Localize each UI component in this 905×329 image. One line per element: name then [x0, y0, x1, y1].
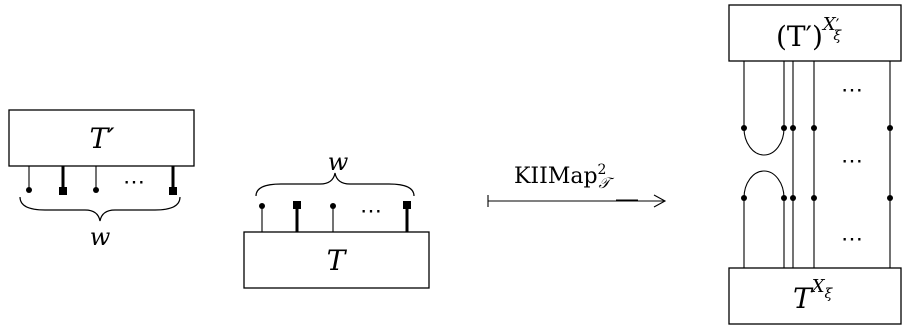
left-box-t-prime: [8, 109, 195, 167]
middle-box-t: [243, 231, 430, 289]
left-brace-label: w: [90, 223, 111, 251]
middle-wire-2-end: [293, 201, 301, 209]
left-ellipsis: ⋯: [123, 170, 145, 195]
left-underbrace: [19, 196, 181, 222]
middle-wire-4-end: [403, 201, 411, 209]
right-top-box: [728, 4, 902, 62]
right-top-box-label: (T′)X′ξ: [776, 14, 842, 53]
right-cap-dot-right: [781, 195, 787, 201]
right-ellipsis-middle: ⋯: [841, 149, 863, 174]
right-diagram: (T′)X′ξ ⋯ ⋯ ⋯ TXξ: [728, 4, 902, 325]
left-wire-3-end: [93, 187, 99, 193]
middle-box-label: T: [327, 244, 348, 277]
right-bottom-box: [728, 267, 902, 325]
right-through-wire-2-dot-bottom: [811, 195, 817, 201]
middle-ellipsis: ⋯: [360, 199, 382, 224]
right-ellipsis-bottom: ⋯: [841, 227, 863, 252]
left-wire-4-end: [169, 187, 177, 195]
left-wire-1-end: [26, 187, 32, 193]
middle-wire-1-end: [259, 203, 265, 209]
right-cap-dot-left: [741, 195, 747, 201]
right-through-wire-2-dot-top: [811, 125, 817, 131]
left-box-label: T′: [89, 122, 115, 155]
right-cup-wire: [743, 61, 785, 156]
arrow-head: [653, 194, 667, 208]
middle-overbrace: [255, 172, 415, 197]
right-through-wire-3-dot-bottom: [887, 195, 893, 201]
right-through-wire-3-dot-top: [887, 125, 893, 131]
right-through-wire-1-dot-top: [790, 125, 796, 131]
right-bottom-box-label: TXξ: [793, 276, 834, 315]
right-ellipsis-top: ⋯: [841, 78, 863, 103]
right-cap-wire: [743, 170, 785, 268]
left-wire-2-end: [59, 187, 67, 195]
left-diagram: T′ ⋯ w: [8, 109, 195, 251]
middle-wire-3-end: [330, 203, 336, 209]
right-cup-dot-left: [741, 125, 747, 131]
middle-brace-label: w: [328, 148, 349, 176]
right-through-wire-1-dot-bottom: [790, 195, 796, 201]
middle-diagram: w ⋯ T: [243, 148, 430, 289]
right-cup-dot-right: [781, 125, 787, 131]
